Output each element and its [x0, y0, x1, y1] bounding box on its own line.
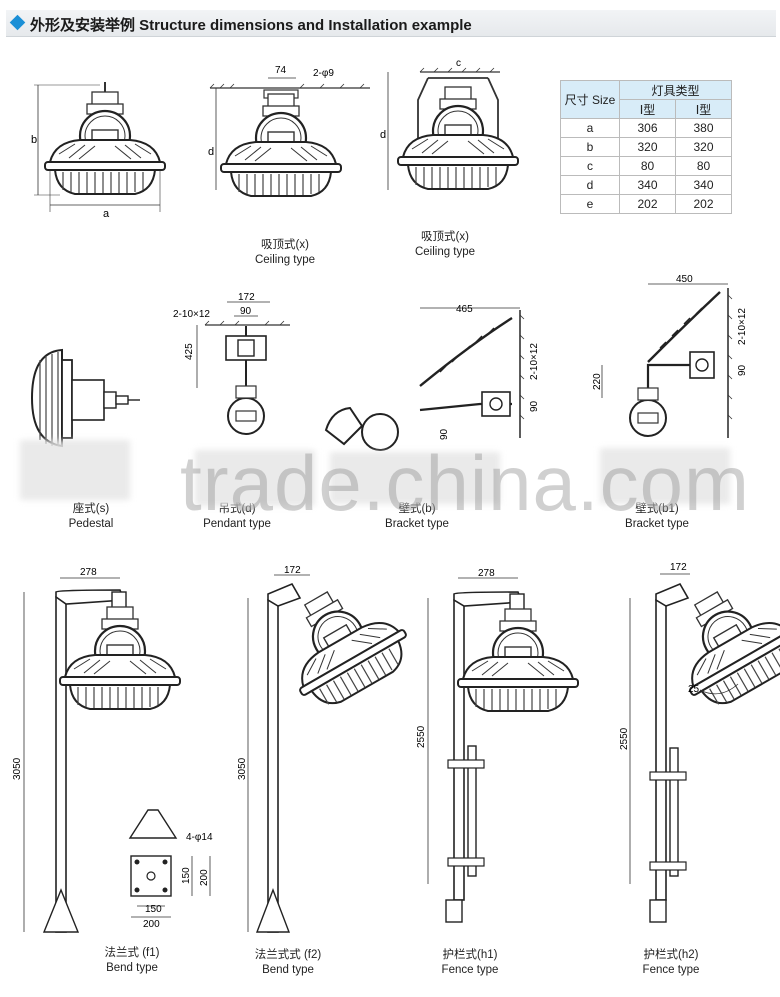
flange-detail — [128, 809, 211, 918]
dim-b: b — [31, 134, 37, 146]
dim-holes-2phi9: 2-φ9 — [313, 68, 334, 79]
dim-slot-a: 2-10×12 — [173, 309, 210, 320]
dim-holes-4phi14: 4-φ14 — [186, 832, 213, 843]
label-ceiling-1: 吸顶式(x)Ceiling type — [254, 239, 316, 266]
label-fence-2: 护栏式(h2)Fence type — [642, 949, 700, 976]
dim-278-a: 278 — [80, 567, 97, 578]
dim-90-c: 90 — [439, 428, 450, 440]
dim-172-b: 172 — [284, 565, 301, 576]
blur-patch — [330, 452, 500, 504]
dim-90-d: 90 — [737, 364, 748, 376]
lamp-ceiling-2 — [387, 67, 520, 191]
watermark: trade.china.com — [180, 439, 750, 527]
dim-172-a: 172 — [238, 292, 255, 303]
lamp-pendant — [196, 301, 290, 435]
dim-74: 74 — [275, 65, 287, 76]
pole-bend-2 — [247, 567, 421, 933]
label-pendant: 吊式(d)Pendant type — [203, 503, 271, 530]
type-col-1: Ⅰ型 — [619, 99, 676, 119]
size-header: 尺寸 Size — [560, 80, 620, 119]
dim-172-c: 172 — [670, 562, 687, 573]
section-title: 外形及安装举例 Structure dimensions and Install… — [30, 17, 472, 34]
lamp-pedestal — [30, 348, 140, 448]
label-bend-2: 法兰式式 (f2)Bend type — [254, 949, 322, 976]
dim-d-2: d — [380, 129, 386, 141]
lamp-bracket-1 — [324, 307, 525, 451]
dim-2550-b: 2550 — [619, 727, 630, 750]
dim-a: a — [103, 208, 110, 220]
dim-90-a: 90 — [240, 306, 252, 317]
label-bend-1: 法兰式 (f1)Bend type — [104, 947, 160, 974]
blur-patch — [600, 448, 730, 504]
type-header: 灯具类型 — [619, 80, 732, 100]
dim-25: 25 — [688, 684, 700, 695]
label-bracket-2: 壁式(b1)Bracket type — [625, 503, 689, 530]
label-pedestal: 座式(s)Pedestal — [68, 503, 114, 530]
lamp-ceiling-1 — [209, 77, 370, 198]
section-header: 外形及安装举例 Structure dimensions and Install… — [0, 6, 780, 42]
dim-c: c — [456, 58, 461, 69]
dim-150-v: 150 — [181, 867, 192, 884]
dim-slot-c: 2-10×12 — [737, 308, 748, 345]
pole-fence-1 — [427, 577, 580, 923]
dim-90-b: 90 — [529, 400, 540, 412]
dim-200-v: 200 — [199, 869, 210, 886]
dim-425: 425 — [184, 343, 195, 360]
dim-200-h: 200 — [143, 919, 160, 930]
type-col-2: Ⅰ型 — [675, 99, 732, 119]
pole-bend-1 — [23, 577, 182, 933]
dim-450: 450 — [676, 274, 693, 285]
dim-220: 220 — [592, 373, 603, 390]
header-bar — [6, 10, 776, 37]
dim-2550-a: 2550 — [416, 725, 427, 748]
dim-d-1: d — [208, 146, 214, 158]
label-bracket-1: 壁式(b)Bracket type — [385, 503, 449, 530]
dim-3050-b: 3050 — [237, 757, 248, 780]
dim-465: 465 — [456, 304, 473, 315]
blur-patch — [20, 440, 130, 500]
blur-patch — [195, 450, 315, 506]
dim-3050-a: 3050 — [12, 757, 23, 780]
lamp-bracket-2 — [601, 283, 733, 438]
dim-278-b: 278 — [478, 568, 495, 579]
label-fence-1: 护栏式(h1)Fence type — [441, 949, 499, 976]
label-ceiling-2: 吸顶式(x)Ceiling type — [414, 231, 476, 258]
dim-slot-b: 2-10×12 — [529, 343, 540, 380]
pole-fence-2 — [629, 567, 780, 923]
lamp-front-view-1 — [34, 82, 167, 212]
dim-150-h: 150 — [145, 904, 162, 915]
